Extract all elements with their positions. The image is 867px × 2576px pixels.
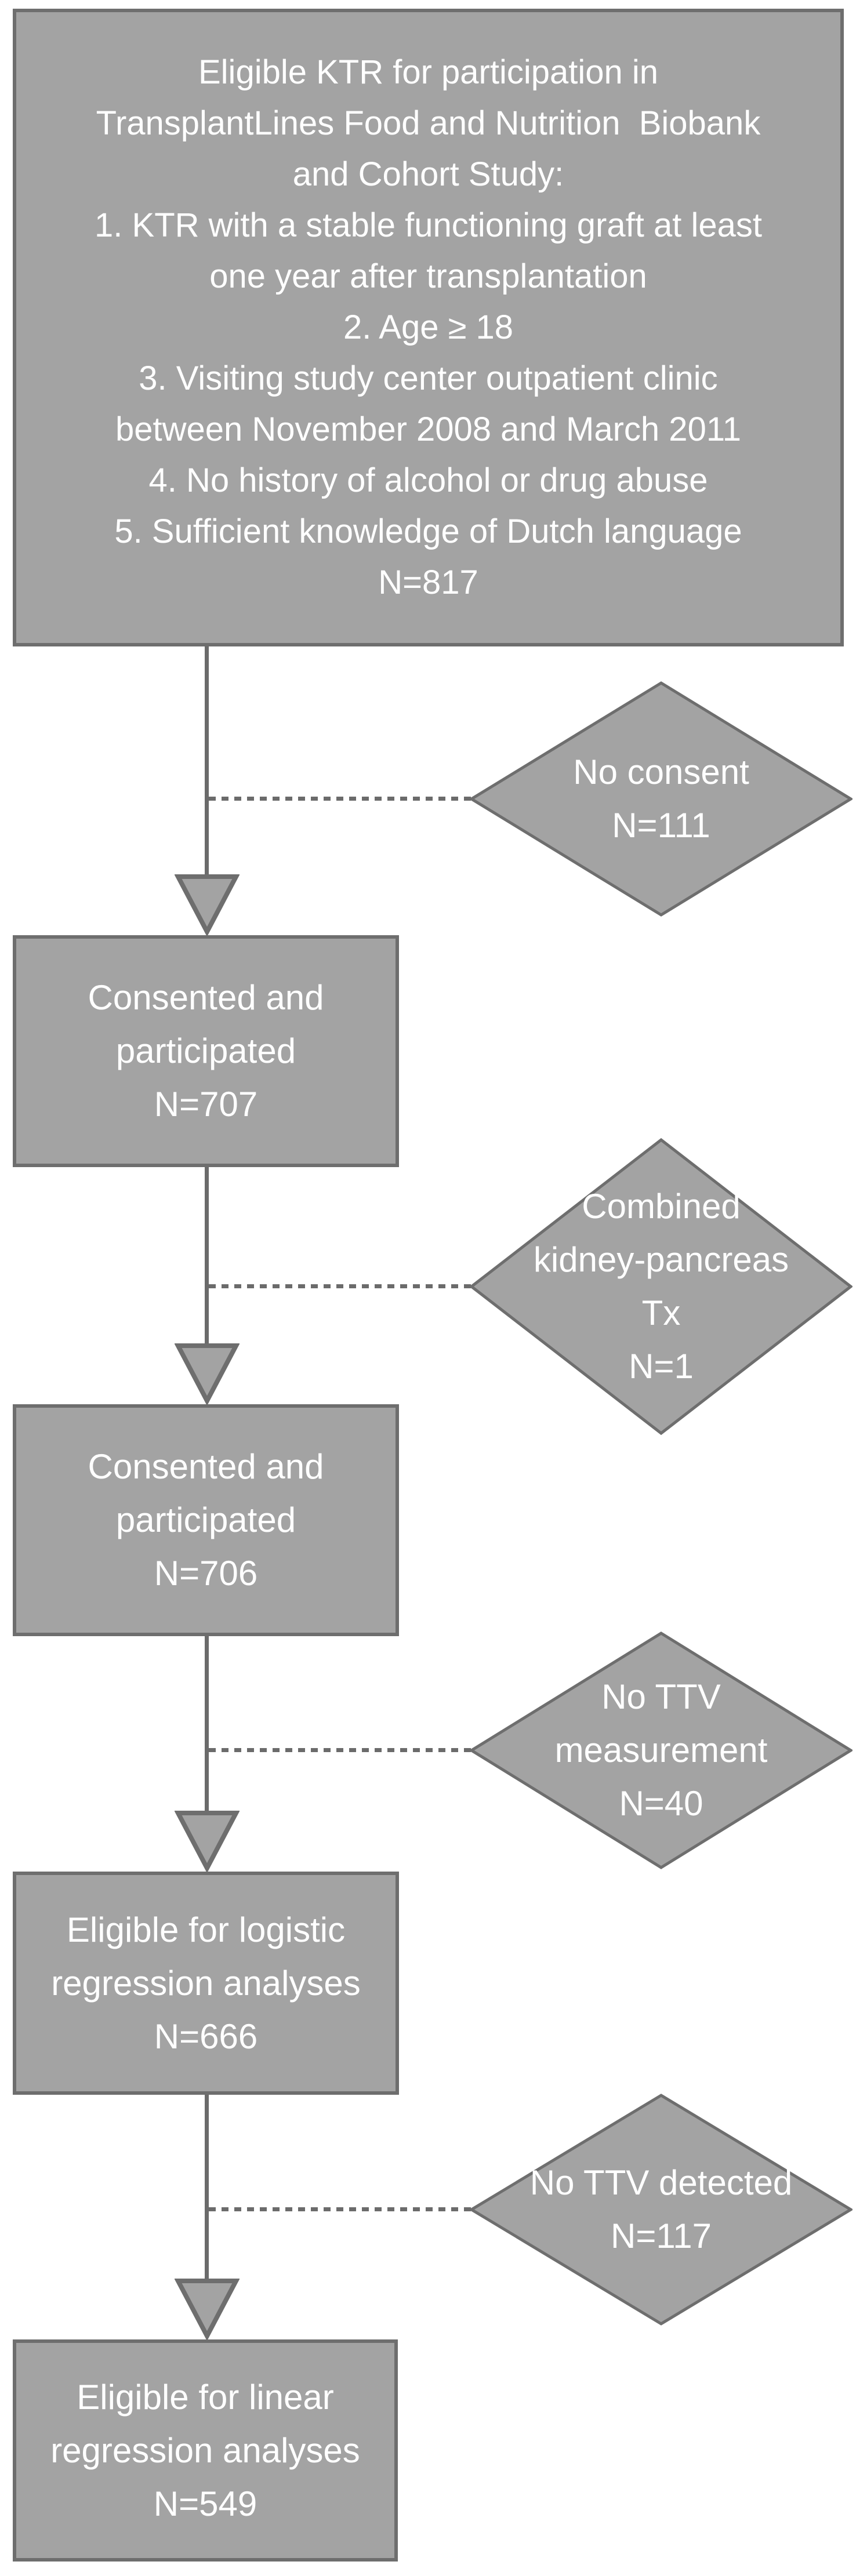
- diamond-shape-icon: [470, 1632, 853, 1869]
- node-consented-706-text: Consented and participated N=706: [88, 1447, 324, 1593]
- node-eligible-ktr-text: Eligible KTR for participation in Transp…: [95, 53, 762, 601]
- node-consented-707-text: Consented and participated N=707: [88, 978, 324, 1124]
- node-no-ttv-measurement: No TTV measurement N=40: [470, 1632, 853, 1869]
- node-consented-707: Consented and participated N=707: [13, 935, 399, 1167]
- node-kidney-pancreas-text: Combined kidney-pancreas Tx N=1: [533, 1187, 789, 1386]
- arrowhead-down-icon-1: [175, 874, 240, 935]
- node-no-consent: No consent N=111: [470, 681, 853, 917]
- node-logistic-666: Eligible for logistic regression analyse…: [13, 1872, 399, 2095]
- arrow-line-3: [205, 1636, 209, 1811]
- node-eligible-ktr: Eligible KTR for participation in Transp…: [13, 9, 844, 646]
- node-consented-706: Consented and participated N=706: [13, 1404, 399, 1636]
- arrow-line-2: [205, 1167, 209, 1344]
- node-linear-549: Eligible for linear regression analyses …: [13, 2339, 398, 2562]
- dotted-connector-3: [209, 1748, 471, 1752]
- node-linear-549-text: Eligible for linear regression analyses …: [50, 2377, 360, 2523]
- arrowhead-down-icon-2: [175, 1343, 240, 1404]
- arrowhead-down-icon-4: [175, 2279, 240, 2339]
- arrow-line-4: [205, 2095, 209, 2279]
- node-no-ttv-measurement-text: No TTV measurement N=40: [554, 1677, 768, 1823]
- dotted-connector-1: [209, 797, 471, 801]
- node-no-ttv-detected: No TTV detected N=117: [470, 2094, 853, 2326]
- diamond-shape-icon: [470, 681, 853, 917]
- arrow-line-1: [205, 646, 209, 875]
- arrowhead-down-icon-3: [175, 1811, 240, 1872]
- dotted-connector-4: [209, 2207, 471, 2211]
- node-kidney-pancreas: Combined kidney-pancreas Tx N=1: [470, 1138, 853, 1435]
- node-no-ttv-detected-text: No TTV detected N=117: [529, 2163, 793, 2255]
- diamond-shape-icon: [470, 2094, 853, 2326]
- dotted-connector-2: [209, 1284, 471, 1288]
- diamond-shape-icon: [470, 1138, 853, 1435]
- node-logistic-666-text: Eligible for logistic regression analyse…: [51, 1910, 361, 2056]
- node-no-consent-text: No consent N=111: [573, 753, 749, 845]
